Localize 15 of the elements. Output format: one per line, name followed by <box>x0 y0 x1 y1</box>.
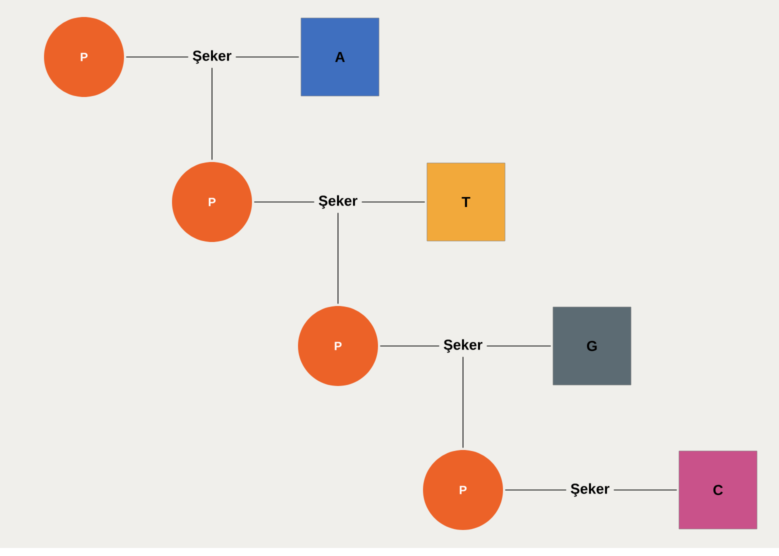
phosphate-ball: P <box>298 306 378 386</box>
base-box: C <box>678 450 758 530</box>
sugar-label: Şeker <box>444 339 482 353</box>
sugar-label: Şeker <box>192 50 232 64</box>
connector-line <box>462 356 464 448</box>
base-box: T <box>426 162 506 242</box>
sugar-label: Şeker <box>318 195 358 209</box>
connector-line <box>235 56 300 58</box>
base-box: G <box>552 306 632 386</box>
base-box: A <box>300 18 380 96</box>
connector-line <box>126 56 189 58</box>
phosphate-ball: P <box>44 17 124 97</box>
phosphate-ball: P <box>423 450 503 530</box>
sugar-label: Şeker <box>570 483 610 497</box>
phosphate-ball: P <box>172 162 252 242</box>
